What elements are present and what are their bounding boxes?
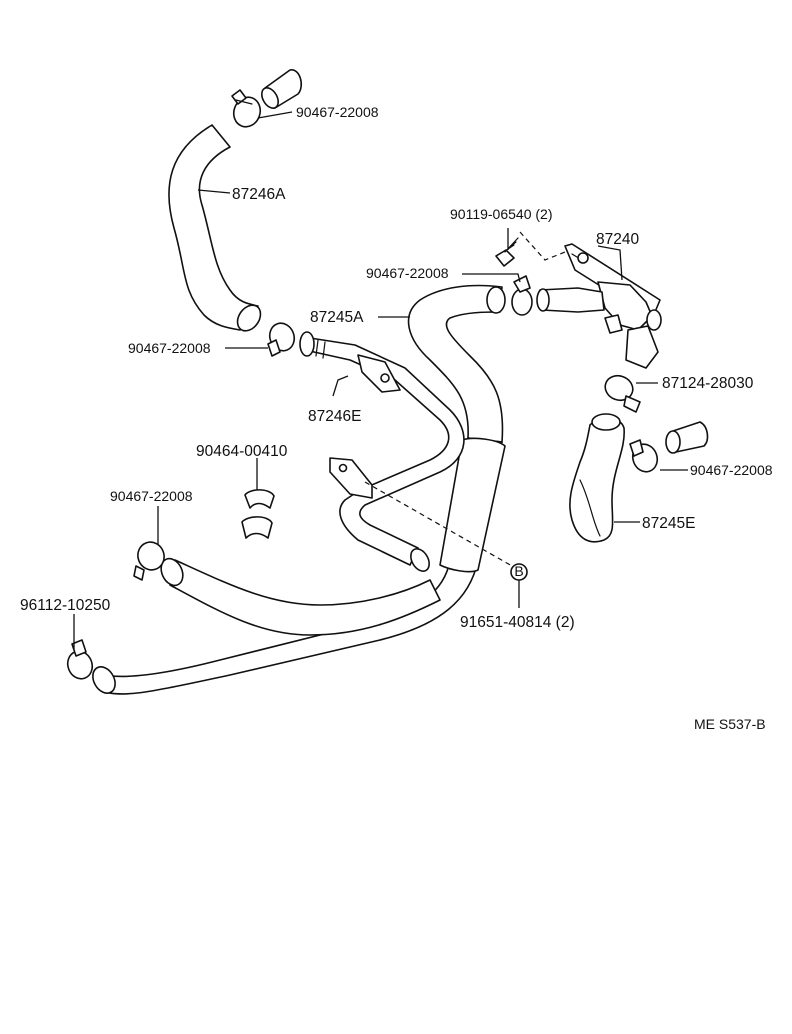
hose-87246a bbox=[168, 124, 262, 332]
pipe-87246e bbox=[299, 331, 465, 572]
label-87246a: 87246A bbox=[232, 186, 286, 203]
label-96112-10250: 96112-10250 bbox=[20, 597, 111, 614]
leader-lines bbox=[73, 111, 688, 650]
label-90467-22008-top: 90467-22008 bbox=[296, 104, 379, 120]
label-90464-00410: 90464-00410 bbox=[196, 443, 288, 460]
label-87245e: 87245E bbox=[642, 515, 695, 532]
label-87124-28030: 87124-28030 bbox=[662, 375, 754, 392]
bolt-symbol: B bbox=[514, 563, 523, 579]
label-87240: 87240 bbox=[596, 231, 639, 248]
label-87245a: 87245A bbox=[310, 309, 364, 326]
clamp-mid bbox=[511, 275, 533, 316]
valve-87240 bbox=[536, 243, 662, 369]
clamp-96112 bbox=[66, 639, 94, 680]
clamp-lower bbox=[133, 541, 165, 581]
clamp-90464 bbox=[241, 489, 275, 539]
label-90467-22008-lower: 90467-22008 bbox=[110, 488, 193, 504]
diagram-code: ME S537-B bbox=[694, 716, 766, 732]
label-87246e: 87246E bbox=[308, 408, 361, 425]
hose-87245a bbox=[407, 284, 506, 443]
clamp-left bbox=[267, 322, 296, 357]
label-91651-40814: 91651-40814 (2) bbox=[460, 614, 575, 631]
label-90467-22008-right: 90467-22008 bbox=[690, 462, 773, 478]
clamp-top bbox=[231, 89, 262, 128]
label-90119-06540: 90119-06540 (2) bbox=[450, 206, 552, 222]
label-90467-22008-mid: 90467-22008 bbox=[366, 265, 449, 281]
clamp-87124 bbox=[604, 374, 641, 413]
clamp-right bbox=[629, 439, 659, 473]
label-90467-22008-left: 90467-22008 bbox=[128, 340, 211, 356]
pipe-top bbox=[261, 69, 302, 109]
hose-lower-left bbox=[160, 557, 441, 636]
hose-87245e bbox=[569, 413, 625, 543]
bolt-90119 bbox=[495, 231, 566, 267]
pipe-right bbox=[665, 421, 709, 454]
hose-87245a-lower bbox=[92, 437, 506, 695]
